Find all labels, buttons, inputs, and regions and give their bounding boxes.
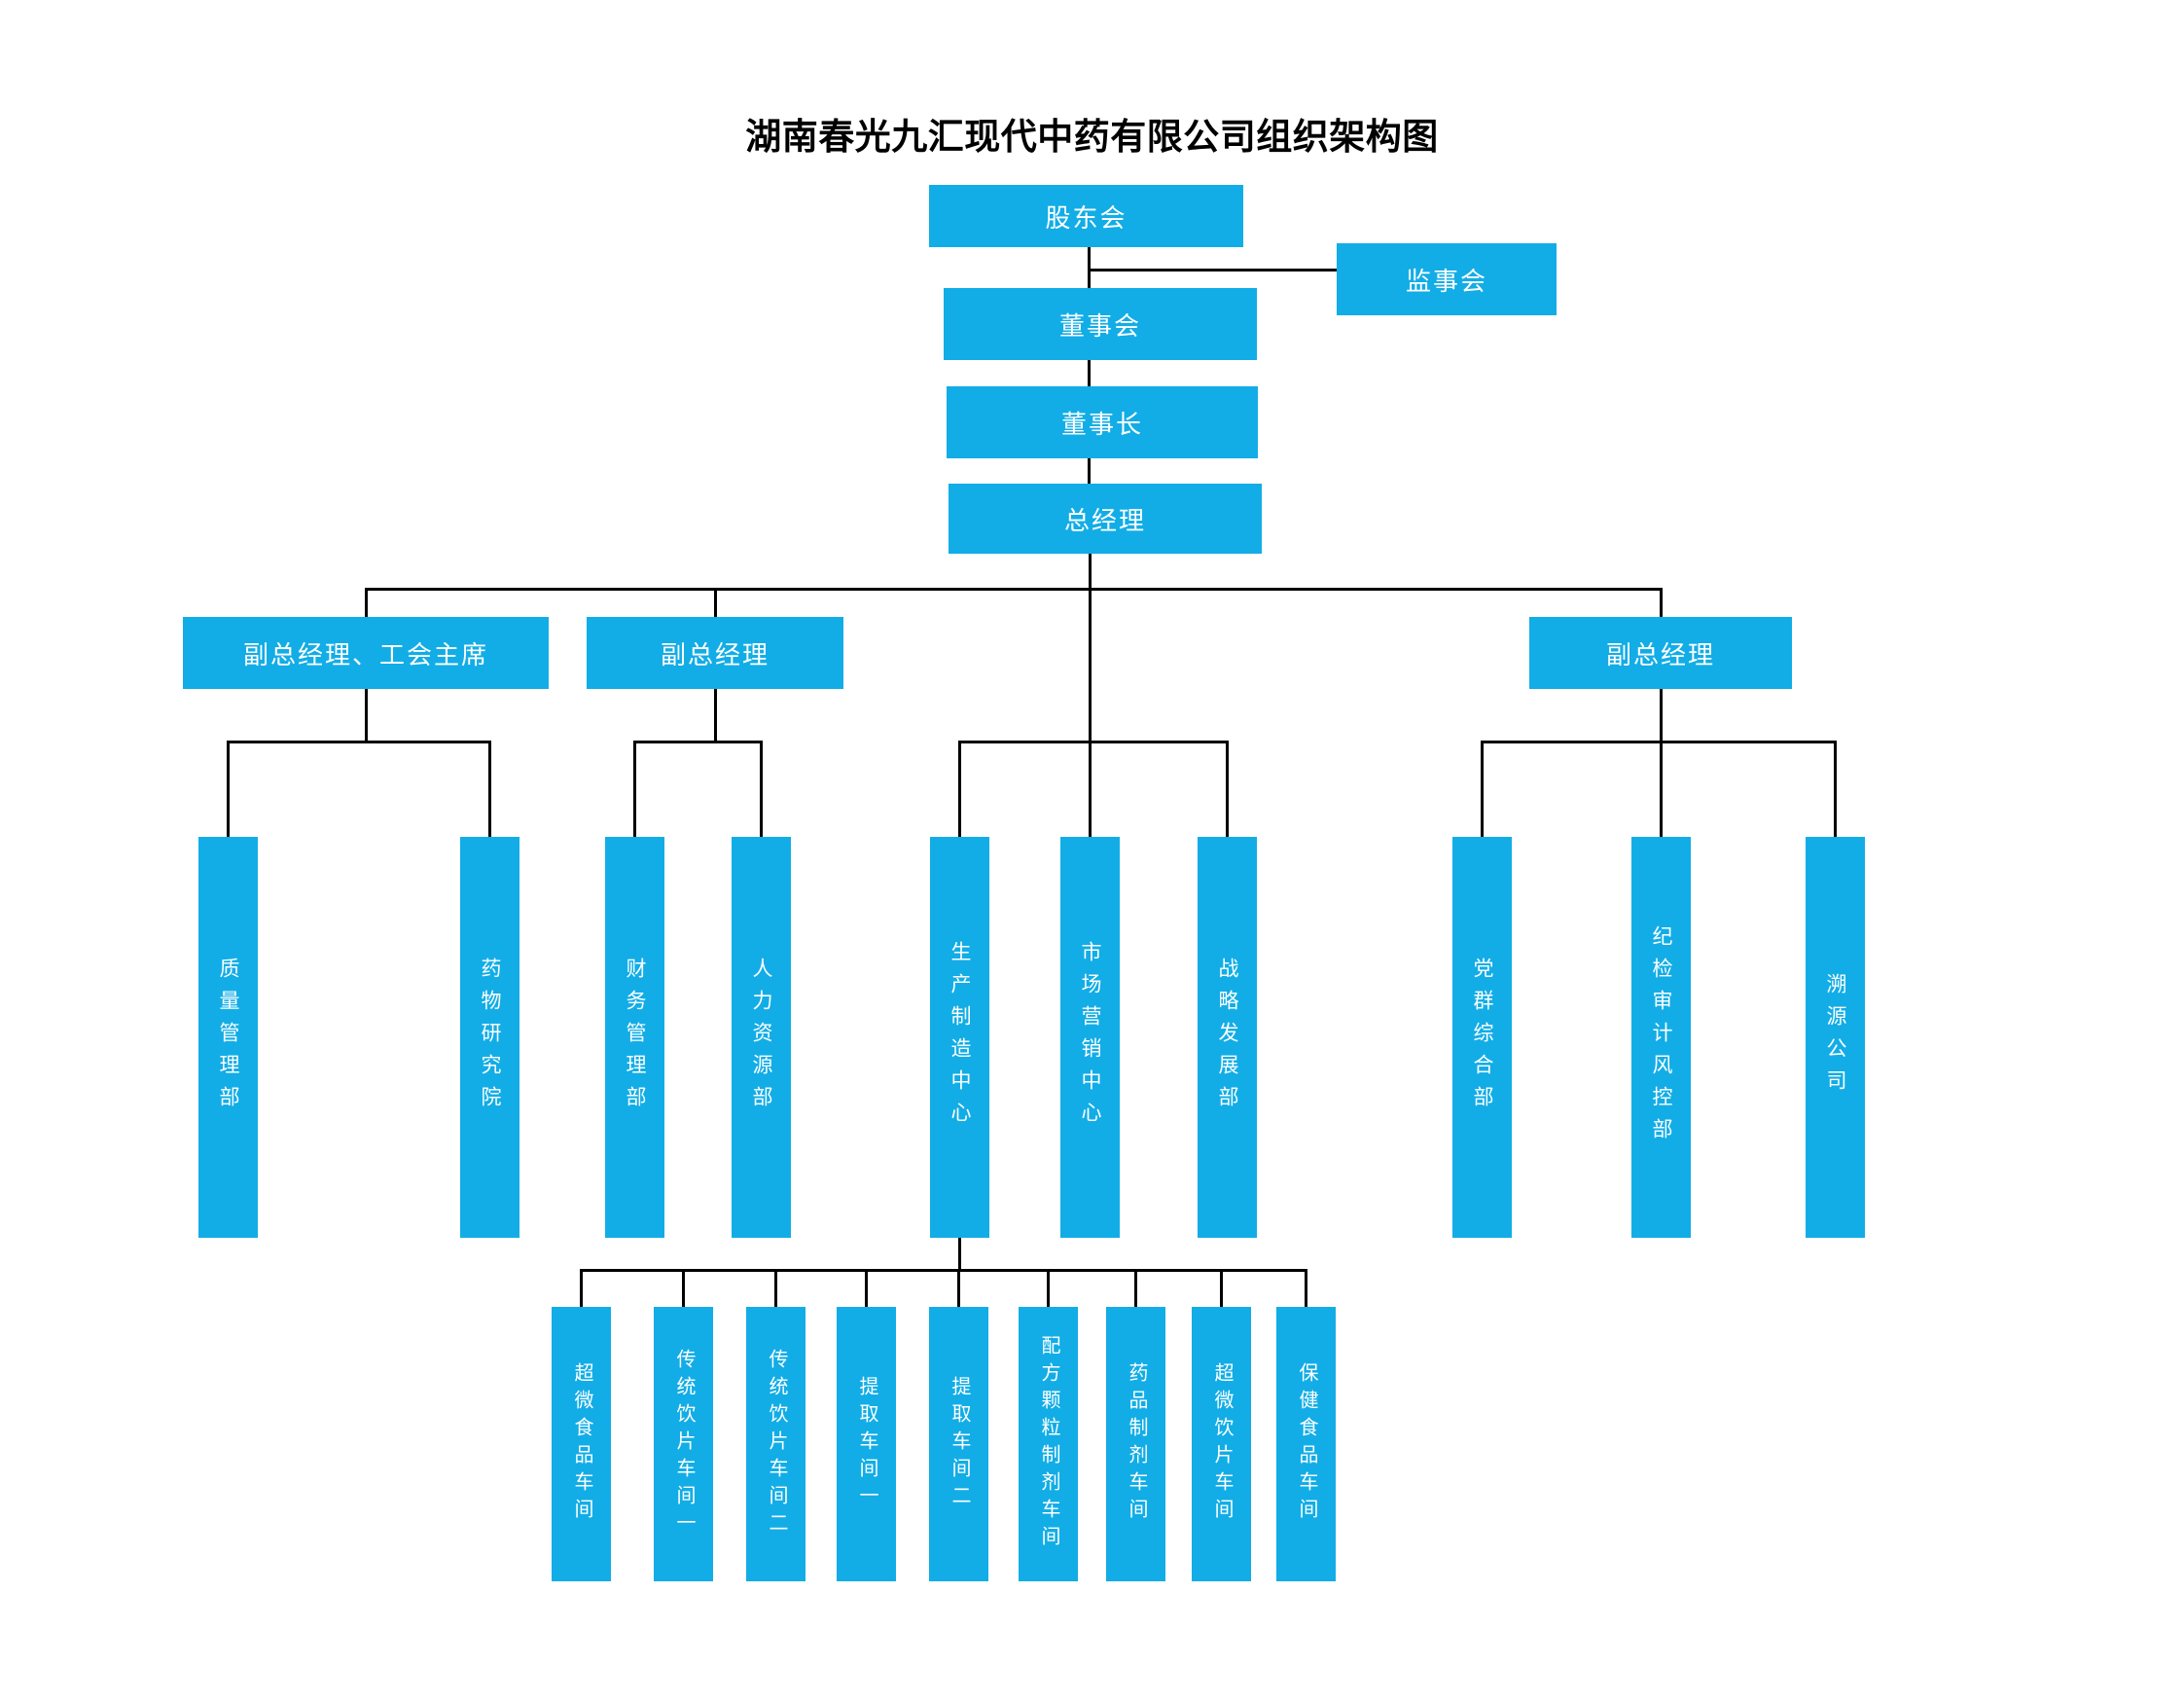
connector-drop-hr — [760, 741, 763, 837]
connector-production-riser — [958, 1238, 961, 1271]
connector-drop-workshop-7 — [1134, 1269, 1137, 1307]
node-chairman: 董事长 — [947, 386, 1258, 458]
connector-drop-strategy — [1226, 741, 1229, 837]
connector-distribution-line — [365, 588, 1663, 591]
node-workshop-health-food: 保健食品车间 — [1276, 1307, 1336, 1581]
connector-deputy1-riser — [365, 689, 368, 742]
connector-deputy2-riser — [714, 689, 717, 742]
connector-supervisory-branch — [1088, 269, 1337, 271]
connector-drop-deputy-3 — [1660, 588, 1663, 617]
node-dept-drug-research-institute: 药物研究院 — [460, 837, 519, 1238]
node-dept-human-resources: 人力资源部 — [732, 837, 791, 1238]
connector-drop-finance — [633, 741, 636, 837]
connector-drop-workshop-6 — [1047, 1269, 1050, 1307]
connector-middle-splitter — [958, 741, 1229, 743]
connector-drop-traceability — [1834, 741, 1837, 837]
node-dept-production-manufacturing-center: 生产制造中心 — [930, 837, 989, 1238]
node-workshop-pharmaceutical-preparation: 药品制剂车间 — [1106, 1307, 1165, 1581]
connector-shareholders-board — [1088, 247, 1091, 288]
node-dept-party-mass-affairs: 党群综合部 — [1452, 837, 1512, 1238]
node-workshop-formula-granule-preparation: 配方颗粒制剂车间 — [1019, 1307, 1078, 1581]
connector-drop-production — [958, 741, 961, 837]
node-board-of-directors: 董事会 — [944, 288, 1257, 360]
node-dept-finance-management: 财务管理部 — [605, 837, 664, 1238]
node-dept-strategy-development: 战略发展部 — [1198, 837, 1257, 1238]
connector-drop-workshop-3 — [774, 1269, 777, 1307]
node-dept-discipline-audit-risk-control: 纪检审计风控部 — [1631, 837, 1691, 1238]
node-workshop-traditional-decoction-1: 传统饮片车间一 — [654, 1307, 713, 1581]
connector-drop-quality — [227, 741, 230, 837]
node-workshop-ultrafine-food: 超微食品车间 — [552, 1307, 611, 1581]
node-supervisory-board: 监事会 — [1337, 243, 1557, 315]
chart-title: 湖南春光九汇现代中药有限公司组织架构图 — [745, 117, 1439, 157]
node-deputy-gm-3: 副总经理 — [1529, 617, 1792, 689]
node-dept-marketing-center: 市场营销中心 — [1060, 837, 1120, 1238]
connector-deputy3-riser — [1660, 689, 1663, 742]
connector-board-chairman — [1088, 360, 1091, 386]
connector-drop-party-mass — [1481, 741, 1484, 837]
node-workshop-ultrafine-decoction: 超微饮片车间 — [1192, 1307, 1251, 1581]
connector-deputy2-splitter — [633, 741, 763, 743]
connector-deputy1-splitter — [227, 741, 490, 743]
connector-gm-main-riser — [1089, 554, 1092, 837]
connector-drop-workshop-9 — [1305, 1269, 1307, 1307]
node-general-manager: 总经理 — [949, 484, 1262, 554]
connector-workshop-splitter — [580, 1269, 1307, 1272]
connector-drop-workshop-4 — [865, 1269, 868, 1307]
connector-drop-workshop-8 — [1220, 1269, 1223, 1307]
connector-deputy3-splitter — [1481, 741, 1837, 743]
node-deputy-gm-union-chairman: 副总经理、工会主席 — [183, 617, 549, 689]
connector-drop-workshop-1 — [580, 1269, 583, 1307]
connector-drop-deputy-2 — [714, 588, 717, 617]
node-dept-quality-management: 质量管理部 — [198, 837, 258, 1238]
connector-drop-discipline-audit — [1660, 741, 1663, 837]
connector-drop-workshop-2 — [682, 1269, 685, 1307]
node-dept-traceability-company: 溯源公司 — [1806, 837, 1865, 1238]
connector-chairman-gm — [1088, 458, 1091, 484]
connector-drop-drug-research — [488, 741, 491, 837]
node-workshop-traditional-decoction-2: 传统饮片车间二 — [746, 1307, 806, 1581]
node-shareholders: 股东会 — [929, 185, 1243, 247]
node-deputy-gm-2: 副总经理 — [587, 617, 843, 689]
node-workshop-extraction-1: 提取车间一 — [837, 1307, 896, 1581]
connector-drop-deputy-1 — [365, 588, 368, 617]
node-workshop-extraction-2: 提取车间二 — [929, 1307, 988, 1581]
connector-drop-marketing — [1089, 741, 1092, 837]
connector-drop-workshop-5 — [957, 1269, 960, 1307]
